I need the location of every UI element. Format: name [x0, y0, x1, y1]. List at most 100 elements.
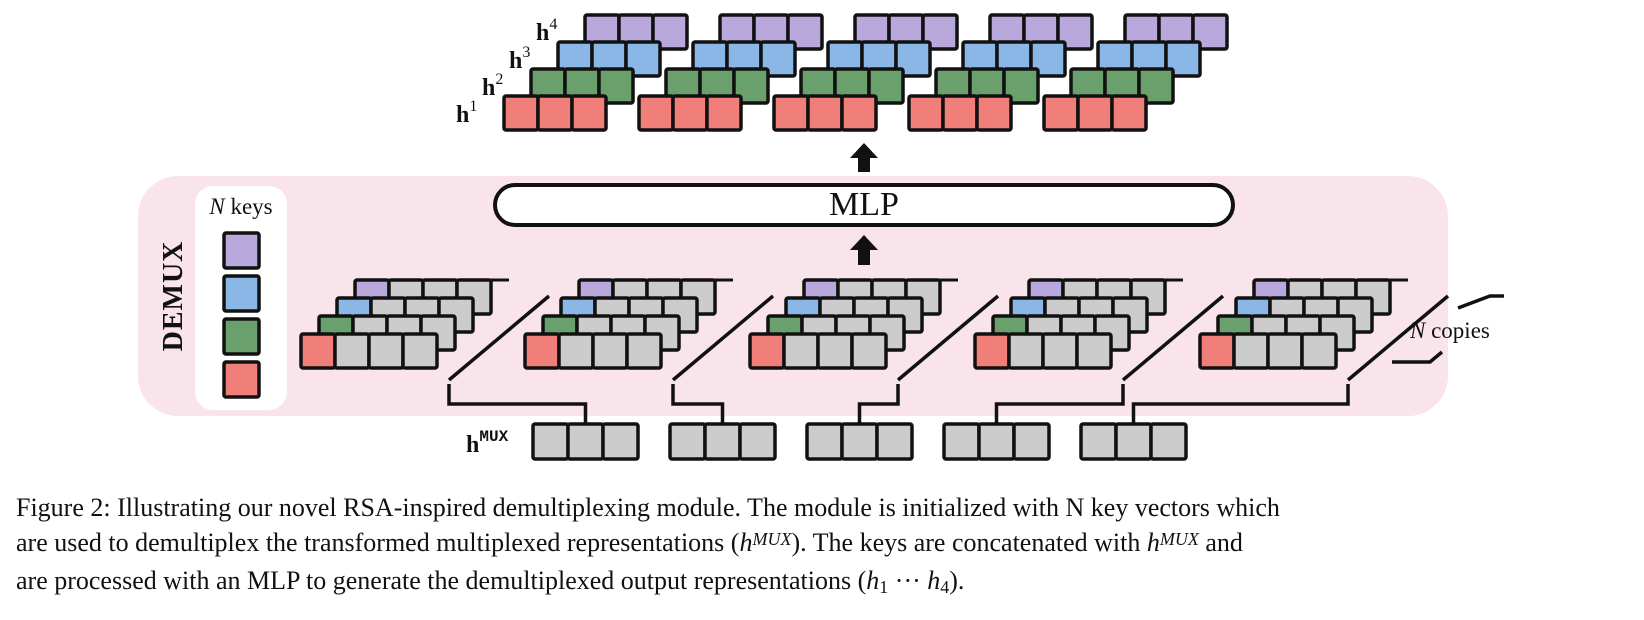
row-label-h1: h1: [456, 98, 477, 128]
hmux-connector: [857, 384, 900, 424]
hmux-slot-cell: [1007, 332, 1045, 370]
caption-line-2: are used to demultiplex the transformed …: [16, 528, 1243, 557]
connector-diagonal: [447, 294, 551, 382]
output-cell-h4: [786, 13, 824, 51]
output-cell-h1: [671, 94, 709, 132]
row-label-h2: h2: [482, 71, 503, 101]
hmux-slot-cell: [367, 332, 405, 370]
caption-line-3: are processed with an MLP to generate th…: [16, 566, 965, 597]
output-cell-h1: [941, 94, 979, 132]
output-representations: [502, 13, 1229, 132]
hmux-cell: [805, 422, 844, 461]
hmux-slot-cell: [1232, 332, 1270, 370]
key-cell-key-3: [222, 274, 261, 313]
hmux-slot-cell: [1300, 332, 1338, 370]
output-cell-h4: [1191, 13, 1229, 51]
output-cell-h1: [840, 94, 878, 132]
output-cell-h1: [536, 94, 574, 132]
output-cell-h4: [921, 13, 959, 51]
hmux-cell: [942, 422, 981, 461]
concat-group: [299, 278, 551, 382]
mlp-box: [493, 183, 1235, 227]
hmux-cell: [840, 422, 879, 461]
hmux-slot-cell: [1266, 332, 1304, 370]
hmux-slot-cell: [625, 332, 663, 370]
output-cell-h2: [867, 67, 905, 105]
output-cell-h1: [705, 94, 743, 132]
output-cell-h1: [1042, 94, 1080, 132]
key-cell-key-4: [222, 231, 261, 270]
output-cell-h4: [1056, 13, 1094, 51]
row-label-h4: h4: [536, 16, 557, 46]
hmux-cell: [668, 422, 707, 461]
output-cell-h2: [732, 67, 770, 105]
hmux-slot-cell: [782, 332, 820, 370]
output-cell-h1: [502, 94, 540, 132]
hmux-vectors: [447, 384, 1350, 461]
concat-group: [1198, 278, 1450, 382]
hmux-cell: [601, 422, 640, 461]
hmux-cell: [1114, 422, 1153, 461]
concatenated-copies: [299, 278, 1450, 382]
copies-bracket-top: [1457, 294, 1504, 310]
hmux-cell: [1012, 422, 1051, 461]
connector-diagonal: [671, 294, 775, 382]
concat-group: [523, 278, 775, 382]
concat-group: [973, 278, 1225, 382]
demux-panel: [138, 176, 1448, 416]
key-slot-cell: [299, 332, 337, 370]
hmux-slot-cell: [1041, 332, 1079, 370]
key-cell-key-1: [222, 360, 261, 399]
hmux-cell: [703, 422, 742, 461]
hmux-slot-cell: [816, 332, 854, 370]
key-vectors: [222, 231, 261, 399]
hmux-slot-cell: [333, 332, 371, 370]
output-cell-h1: [806, 94, 844, 132]
key-slot-cell: [1198, 332, 1236, 370]
output-cell-h1: [907, 94, 945, 132]
copies-bracket-bottom: [1392, 350, 1444, 364]
copies-label: N copies: [1409, 318, 1490, 343]
hmux-slot-cell: [850, 332, 888, 370]
figure-caption: Figure 2: Illustrating our novel RSA-ins…: [16, 490, 1636, 601]
output-cell-h3: [894, 40, 932, 78]
output-cell-h1: [1110, 94, 1148, 132]
output-cell-h1: [772, 94, 810, 132]
output-cell-h1: [975, 94, 1013, 132]
hmux-label: hMUX: [466, 428, 509, 458]
output-cell-h2: [1137, 67, 1175, 105]
hmux-slot-cell: [1075, 332, 1113, 370]
concat-group: [748, 278, 1000, 382]
keys-label: N keys: [208, 194, 272, 219]
key-slot-cell: [973, 332, 1011, 370]
output-cell-h3: [1029, 40, 1067, 78]
connector-diagonal: [1346, 294, 1450, 382]
hmux-cell: [531, 422, 570, 461]
mlp-label: MLP: [829, 186, 899, 223]
output-cell-h2: [1002, 67, 1040, 105]
connector-diagonal: [896, 294, 1000, 382]
hmux-cell: [875, 422, 914, 461]
output-cell-h3: [624, 40, 662, 78]
hmux-connector: [447, 384, 588, 424]
hmux-cell: [977, 422, 1016, 461]
hmux-slot-cell: [591, 332, 629, 370]
output-cell-h2: [597, 67, 635, 105]
hmux-connector: [1131, 384, 1350, 424]
hmux-cell: [738, 422, 777, 461]
key-cell-key-2: [222, 317, 261, 356]
hmux-cell: [1079, 422, 1118, 461]
hmux-connector: [671, 384, 725, 424]
arrow-up-icon: [850, 143, 878, 172]
caption-line-1: Figure 2: Illustrating our novel RSA-ins…: [16, 493, 1280, 522]
output-cell-h1: [637, 94, 675, 132]
connector-diagonal: [1121, 294, 1225, 382]
hmux-slot-cell: [557, 332, 595, 370]
demux-diagram: MLP h1 h2 h3 h4 DEMUX N keys N copies hM…: [138, 13, 1504, 461]
hmux-connector: [994, 384, 1125, 424]
key-slot-cell: [523, 332, 561, 370]
row-label-h3: h3: [509, 44, 530, 74]
output-cell-h1: [570, 94, 608, 132]
output-cell-h1: [1076, 94, 1114, 132]
arrow-up-icon: [850, 235, 878, 265]
